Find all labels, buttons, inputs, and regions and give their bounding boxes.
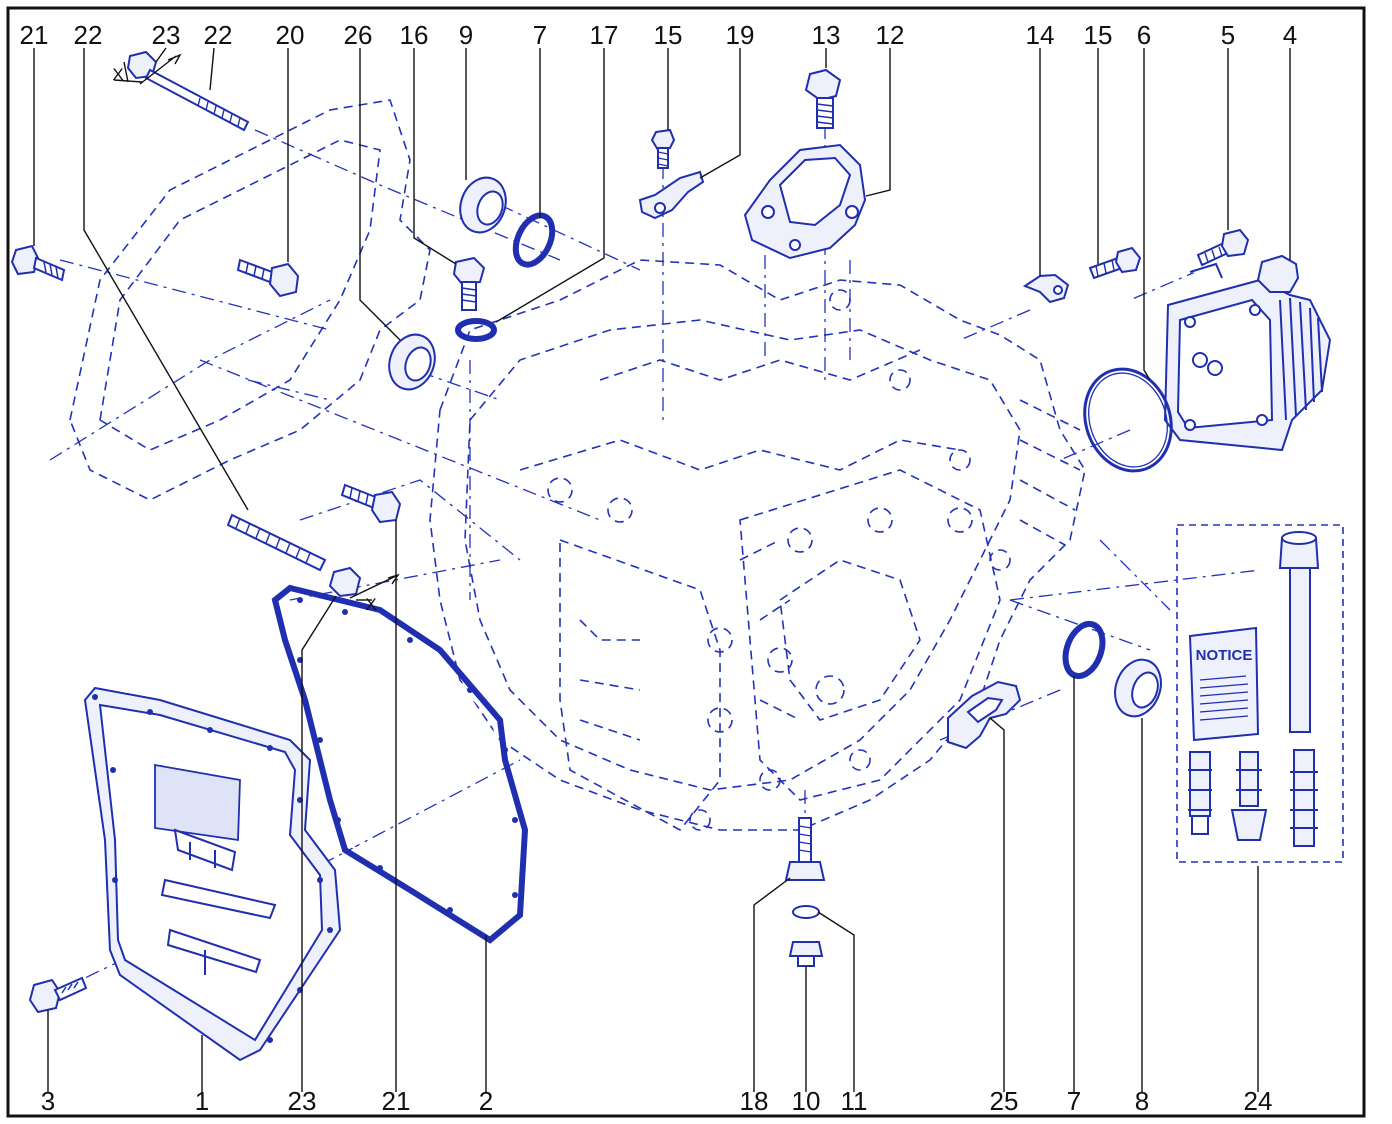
callout: 17 <box>590 20 619 50</box>
callout: 3 <box>41 1086 55 1116</box>
clip-bolt-right <box>1088 246 1142 280</box>
axle-seal-right <box>1114 658 1162 718</box>
callout: 7 <box>533 20 547 50</box>
leader-lines <box>33 47 1291 1092</box>
callout: 13 <box>812 20 841 50</box>
hose-fitting-right <box>1290 749 1318 847</box>
dimension-marker-bottom: X <box>349 573 400 614</box>
callout: 24 <box>1244 1086 1273 1116</box>
dimension-mark-top: X <box>112 65 123 84</box>
o-ring-upper <box>512 212 556 268</box>
bellhousing-bolt-20 <box>236 258 300 298</box>
banjo-bolt-o-ring <box>455 318 497 342</box>
input-shaft-seal <box>459 176 507 234</box>
pan-gasket <box>271 584 529 944</box>
hose-fitting-left <box>1188 751 1212 835</box>
oil-pan <box>83 686 342 1062</box>
callout: 11 <box>841 1086 868 1116</box>
hose-fitting-middle <box>1230 751 1268 841</box>
clip-bolt-upper <box>650 128 676 169</box>
service-kit-box: NOTICE <box>1176 524 1344 863</box>
callout: 15 <box>654 20 683 50</box>
callout: 14 <box>1026 20 1055 50</box>
callout: 12 <box>876 20 905 50</box>
callout: 26 <box>344 20 373 50</box>
long-stud-lower <box>226 513 362 598</box>
callout: 6 <box>1137 20 1151 50</box>
callout: 23 <box>288 1086 317 1116</box>
dimension-marker-top: X <box>112 53 182 85</box>
bellhousing-bolt-lower <box>340 483 402 524</box>
notice-label: NOTICE <box>1196 647 1253 664</box>
axle-seal-left <box>388 333 436 391</box>
diagram-border <box>6 6 1366 1118</box>
transmission-case <box>429 259 1086 832</box>
callout: 18 <box>740 1086 769 1116</box>
callout: 20 <box>276 20 305 50</box>
callout: 7 <box>1067 1086 1081 1116</box>
cooler-gasket <box>1083 367 1173 473</box>
pan-bolt <box>28 976 88 1014</box>
bellhousing-bolt-upper <box>10 244 66 282</box>
callout: 25 <box>990 1086 1019 1116</box>
coolant-pipe <box>1278 531 1320 733</box>
harness-clip-14 <box>1022 273 1070 304</box>
oil-cooler <box>1163 254 1332 452</box>
long-stud-upper <box>126 50 250 132</box>
notice-booklet: NOTICE <box>1188 626 1260 742</box>
callout: 22 <box>204 20 233 50</box>
dimension-mark-bottom: X <box>365 595 376 614</box>
callout: 1 <box>195 1086 209 1116</box>
callout: 5 <box>1221 20 1235 50</box>
callout: 19 <box>726 20 755 50</box>
callout: 16 <box>400 20 429 50</box>
callout: 23 <box>152 20 181 50</box>
callout: 21 <box>382 1086 411 1116</box>
fill-plug-stud <box>784 817 826 881</box>
drain-plug-washer <box>792 905 820 919</box>
callout: 2 <box>479 1086 493 1116</box>
mount-bracket <box>743 143 867 260</box>
cooler-bolt <box>1196 228 1250 267</box>
o-ring-lower <box>1062 620 1106 680</box>
callout: 21 <box>20 20 49 50</box>
drain-plug <box>788 941 824 967</box>
callout: 8 <box>1135 1086 1149 1116</box>
callout: 22 <box>74 20 103 50</box>
callout: 4 <box>1283 20 1297 50</box>
mount-bolt <box>804 68 842 129</box>
bell-housing <box>49 99 601 521</box>
callout: 10 <box>792 1086 821 1116</box>
cooler-gasket-inner <box>1088 372 1168 468</box>
banjo-bolt <box>452 256 486 311</box>
callouts-bottom: 3 1 23 21 2 18 10 11 25 7 8 24 <box>41 1086 1273 1116</box>
callout: 9 <box>459 20 473 50</box>
callouts-top: 21 22 23 22 20 26 16 9 7 17 15 19 13 12 … <box>20 20 1298 50</box>
callout: 15 <box>1084 20 1113 50</box>
hose-clamp <box>947 680 1022 750</box>
harness-clip-19 <box>638 170 705 220</box>
